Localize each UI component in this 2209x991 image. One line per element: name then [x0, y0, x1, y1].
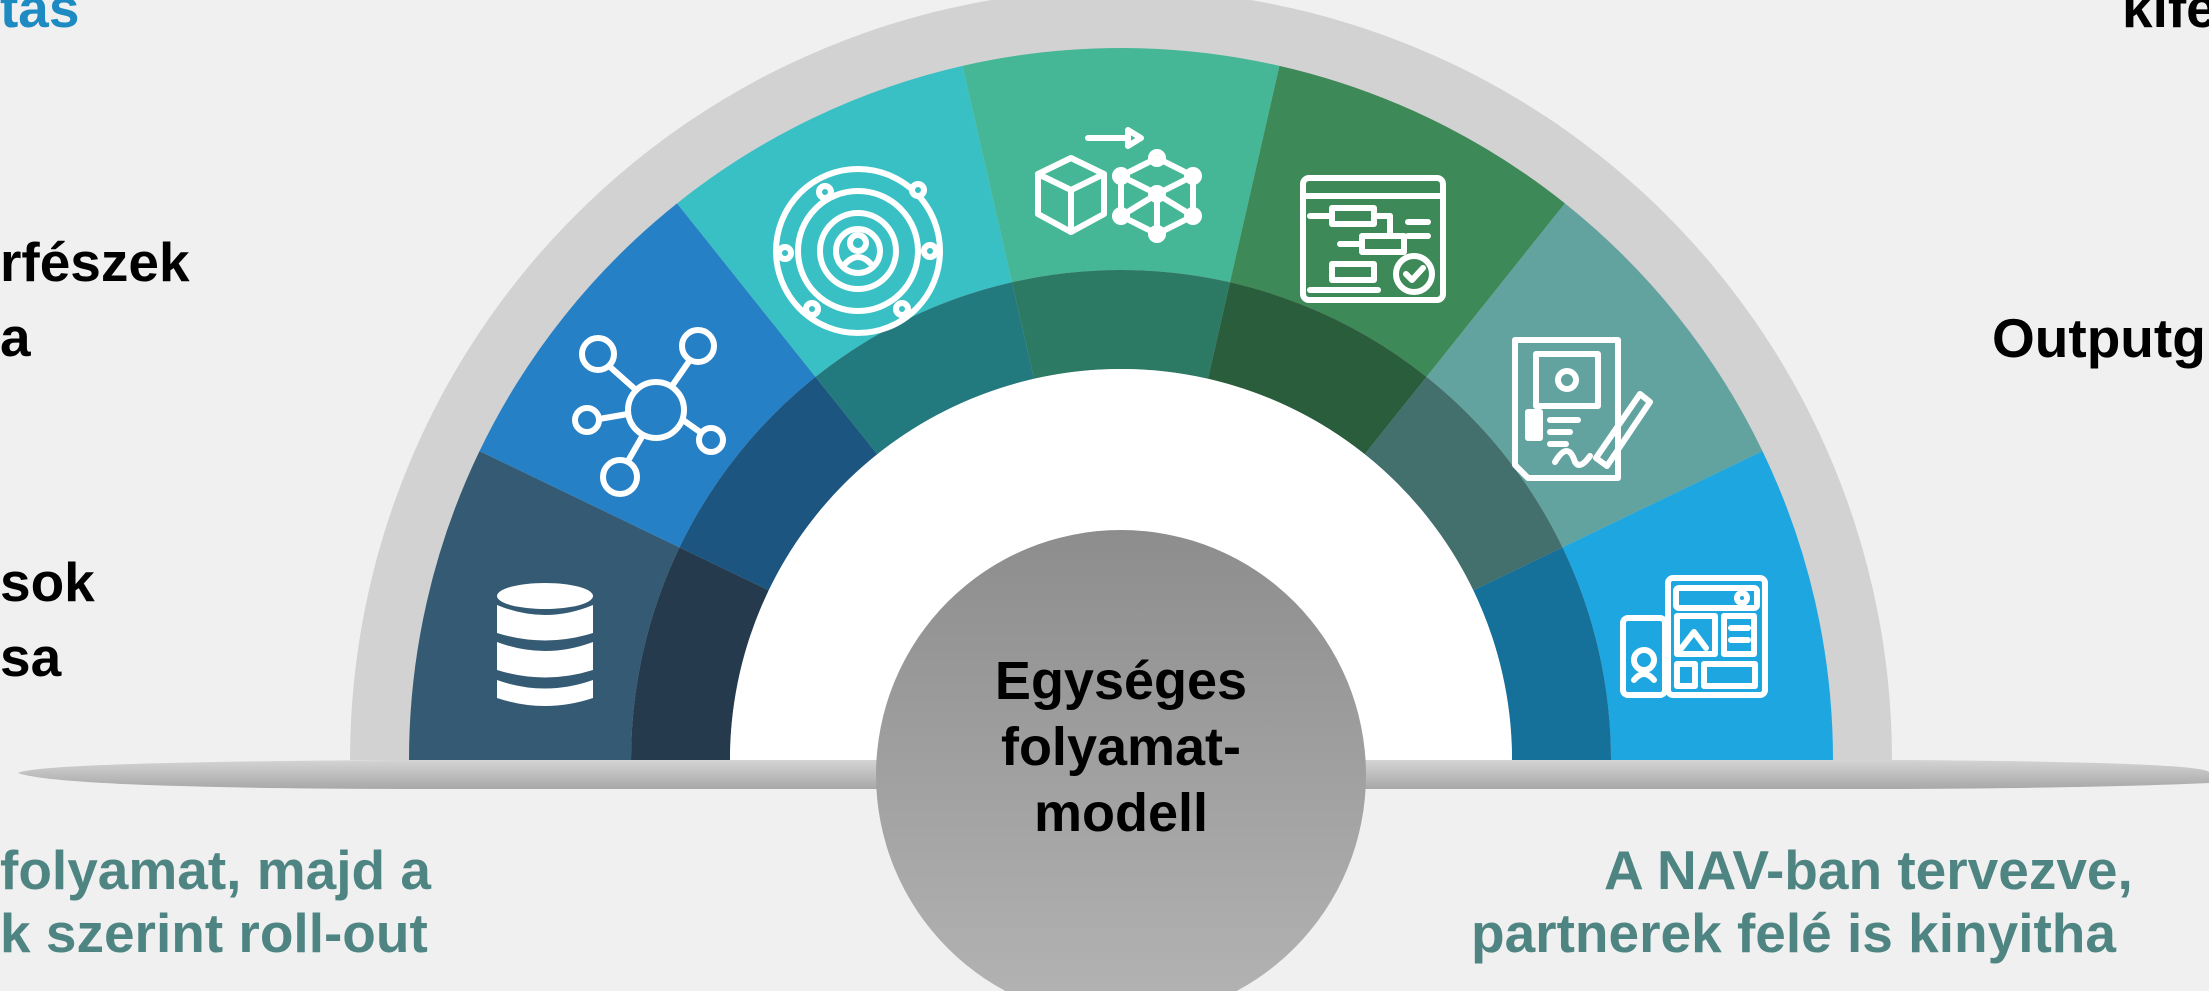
app-layout-icon — [1620, 575, 1768, 698]
segment-inner — [679, 376, 878, 591]
bottom-left-caption-line2: k szerint roll-out — [0, 902, 428, 964]
left-label-2-line2: sa — [0, 626, 62, 688]
segment-outer — [962, 48, 1280, 283]
workflow-check-icon — [1300, 175, 1446, 303]
right-label-1: Outputg — [1992, 307, 2206, 369]
network-icon — [572, 327, 726, 497]
cube-transform-icon — [1035, 127, 1202, 243]
hub-circle — [876, 530, 1366, 991]
document-sign-icon — [1512, 337, 1653, 481]
segment-inner — [815, 282, 1034, 455]
segment-inner — [631, 547, 769, 760]
hub-label-line1: Egységes — [994, 651, 1248, 711]
left-top-heading: tás — [0, 0, 80, 39]
target-user-icon — [773, 166, 943, 336]
segment-inner — [1364, 376, 1563, 591]
segment-outer — [479, 203, 816, 548]
bottom-right-caption-line1: A NAV-ban tervezve, — [1604, 839, 2133, 901]
hub-label: Egységes folyamat- modell — [886, 648, 1356, 846]
segment-inner — [1473, 547, 1611, 760]
segment-outer — [677, 65, 1012, 377]
hub-label-line3: modell — [1033, 783, 1209, 843]
left-label-2-line1: sok — [0, 551, 95, 613]
segment-outer — [1426, 203, 1763, 548]
bottom-right-caption-line2: partnerek felé is kinyitha — [1471, 902, 2116, 964]
segment-inner — [1011, 269, 1231, 379]
database-icon — [497, 583, 593, 706]
hub-label-line2: folyamat- — [1000, 717, 1242, 777]
bottom-left-caption-line1: folyamat, majd a — [0, 839, 431, 901]
segment-inner — [1208, 282, 1427, 455]
left-label-1-line1: rfészek — [0, 231, 190, 293]
left-label-1-line2: a — [0, 306, 31, 368]
right-top-heading: kife — [2122, 0, 2209, 39]
